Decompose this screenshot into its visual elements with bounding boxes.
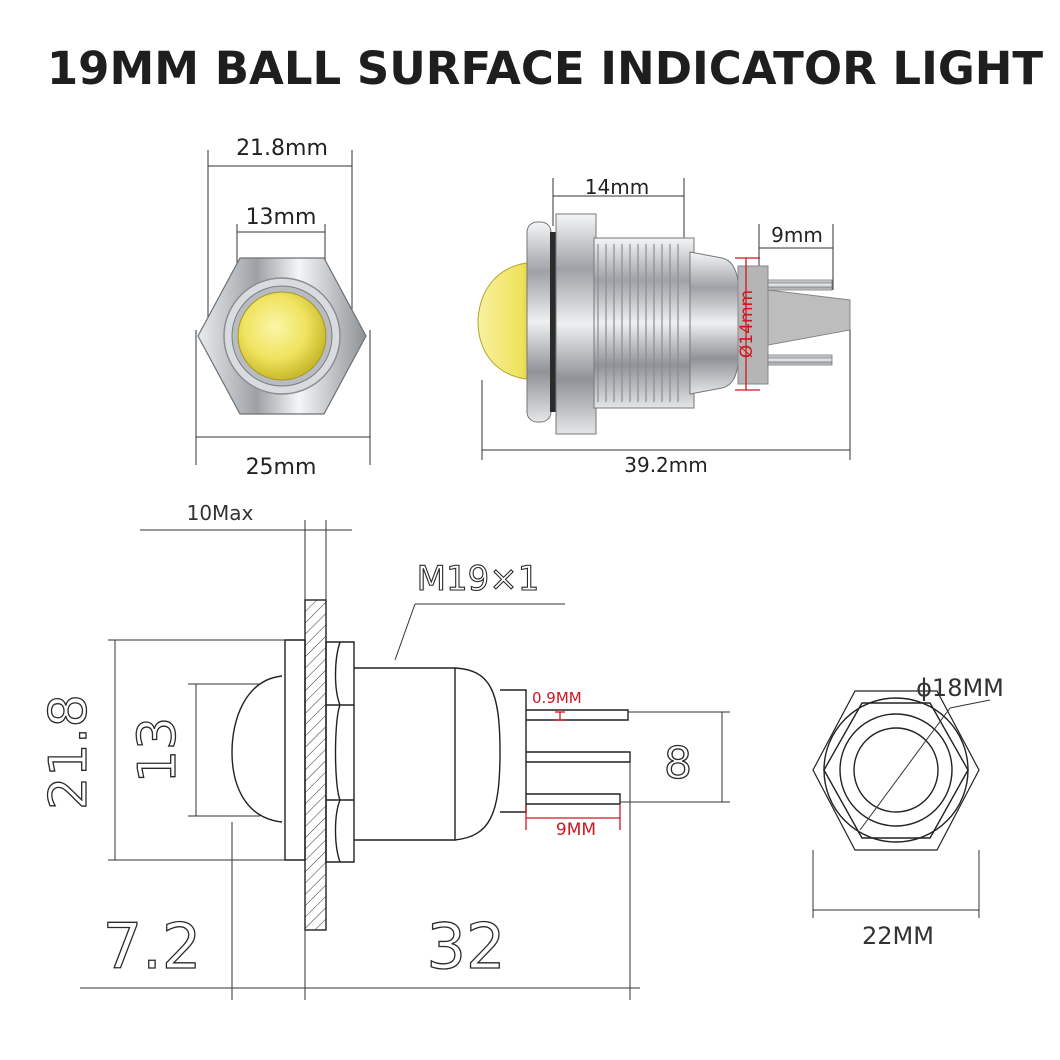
yellow-dome [477,261,541,381]
drawing-side-view: 10Max M19×1 0.9MM 9MM [38,501,730,1000]
photo-front-view: 21.8mm 13mm 25mm [195,136,371,480]
pin-bottom [767,354,833,366]
dim-lens: 13 [128,717,188,783]
drawing-front-view: ϕ18MM 22MM [812,674,1004,950]
dim-lens-width: 13mm [246,205,317,230]
dim-panel-max: 10Max [187,501,254,525]
dim-total-length: 39.2mm [624,453,708,477]
dim-pin-thickness: 0.9MM [532,689,582,707]
dim-body-length: 32 [427,910,506,983]
dim-pin-span: 8 [664,738,692,789]
thread-lines [597,244,679,402]
dim-hex-width: 22MM [862,922,934,950]
dim-outer-diameter: ϕ18MM [916,674,1004,702]
dim-bottom-width: 25mm [246,455,317,480]
dim-top-width: 21.8mm [236,136,328,161]
yellow-lens [237,291,327,381]
dim-height: 21.8 [39,694,99,810]
plastic-base [737,265,769,385]
pin-top [767,279,833,291]
photo-side-view: 14mm 9mm Ø14mm [477,175,851,477]
hex-outline [823,702,969,839]
page-title: 19MM BALL SURFACE INDICATOR LIGHT [47,42,1044,95]
dim-body-diameter: Ø14mm [737,290,757,358]
dim-thread-length: 14mm [585,175,649,199]
thread-spec: M19×1 [417,559,540,599]
dim-head-length: 7.2 [103,910,202,983]
dim-pin-length: 9MM [556,820,596,840]
dim-terminal-length: 9mm [771,223,823,247]
